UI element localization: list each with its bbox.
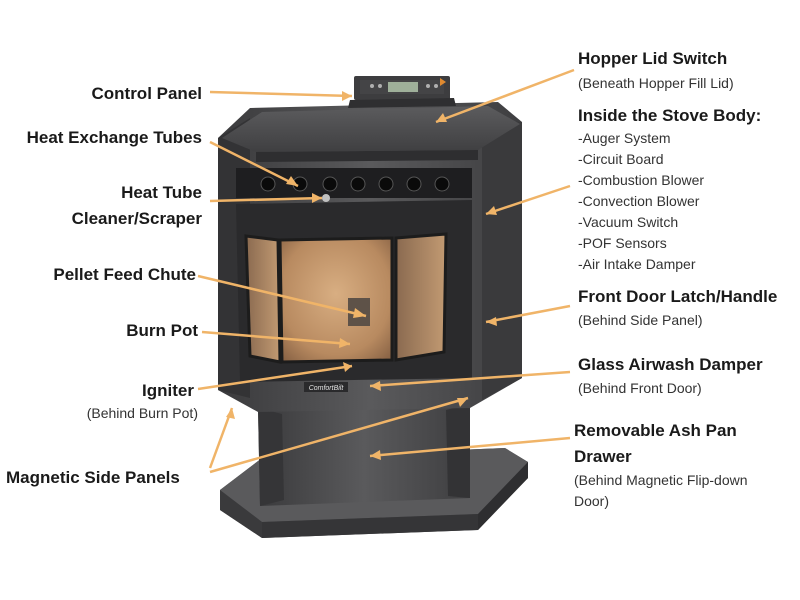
list-item: -Vacuum Switch (578, 214, 679, 230)
callout-line-pellet-chute (197, 274, 367, 318)
label-ash-pan-note-line2: Door) (574, 493, 610, 509)
callout-line-hopper-switch (435, 68, 575, 124)
callout-line-ash-pan (369, 436, 571, 458)
callout-line-door-latch (485, 304, 571, 324)
label-burn-pot: Burn Pot (126, 321, 198, 340)
label-heat-tube-cleaner-line2: Cleaner/Scraper (71, 209, 202, 228)
list-item: -Convection Blower (578, 193, 700, 209)
label-igniter-note: (Behind Burn Pot) (86, 405, 198, 421)
list-item: -Auger System (578, 130, 671, 146)
callout-line-heat-tube-cleaner (209, 196, 323, 203)
list-item: -Circuit Board (578, 151, 664, 167)
label-ash-pan-note-line1: (Behind Magnetic Flip-down (574, 472, 748, 488)
label-pellet-feed-chute: Pellet Feed Chute (53, 265, 196, 284)
list-item: -Combustion Blower (578, 172, 705, 188)
label-magnetic-side-panels: Magnetic Side Panels (6, 468, 180, 487)
label-front-door-latch-note: (Behind Side Panel) (578, 312, 703, 328)
label-ash-pan-line2: Drawer (574, 447, 632, 466)
callout-line-burn-pot (201, 330, 351, 346)
inside-stove-body-list: -Auger System -Circuit Board -Combustion… (578, 130, 704, 277)
label-heat-exchange-tubes: Heat Exchange Tubes (26, 128, 202, 147)
callout-lines (197, 68, 575, 474)
label-heat-tube-cleaner-line1: Heat Tube (121, 183, 202, 202)
callout-line-airwash (369, 370, 571, 388)
brand-plate-text: ComfortBilt (309, 385, 345, 392)
label-hopper-lid-switch: Hopper Lid Switch (578, 49, 728, 68)
callout-arrowheads (226, 91, 497, 460)
label-inside-stove-body: Inside the Stove Body: (578, 106, 762, 125)
callout-line-heat-exchange (209, 140, 299, 188)
label-front-door-latch: Front Door Latch/Handle (578, 287, 778, 306)
label-ash-pan-line1: Removable Ash Pan (574, 421, 737, 440)
callout-line-control-panel (209, 90, 353, 98)
pedestal (258, 404, 470, 506)
callout-line-igniter (197, 364, 353, 391)
list-item: -POF Sensors (578, 235, 667, 251)
list-item: -Air Intake Damper (578, 256, 696, 272)
label-igniter: Igniter (142, 381, 194, 400)
callout-line-stove-body (485, 184, 571, 216)
stove-body (218, 76, 522, 412)
label-control-panel: Control Panel (91, 84, 202, 103)
callout-line-magnetic-left (208, 407, 234, 469)
label-hopper-lid-switch-note: (Beneath Hopper Fill Lid) (578, 75, 734, 91)
label-glass-airwash-note: (Behind Front Door) (578, 380, 702, 396)
label-glass-airwash-damper: Glass Airwash Damper (578, 355, 763, 374)
callout-line-magnetic-right (209, 396, 469, 474)
